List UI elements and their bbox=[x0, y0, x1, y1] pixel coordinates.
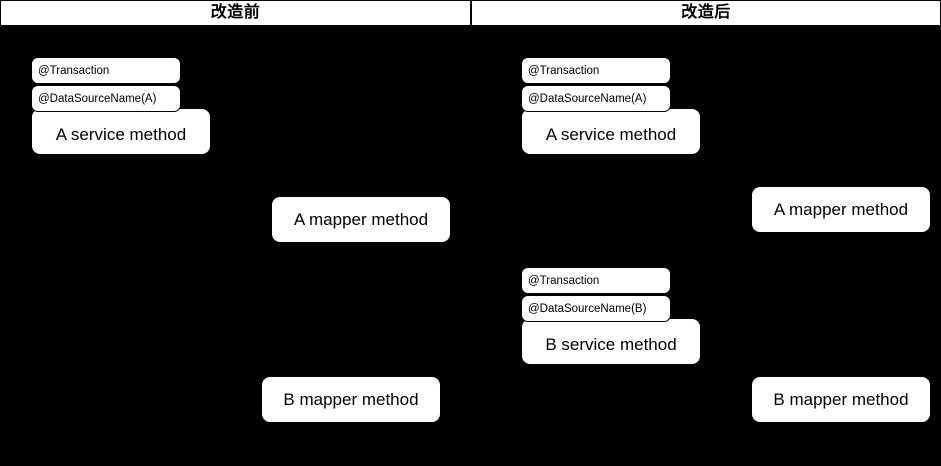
after-b-mapper-method-box[interactable]: B mapper method bbox=[751, 376, 931, 423]
after-b-service-annotation-transaction[interactable]: @Transaction bbox=[521, 267, 671, 294]
before-a-service-annotation-datasource[interactable]: @DataSourceName(A) bbox=[31, 85, 181, 112]
header-cell-after: 改造后 bbox=[471, 0, 941, 26]
before-a-service-method-label: A service method bbox=[55, 125, 187, 144]
before-a-mapper-method-box[interactable]: A mapper method bbox=[271, 196, 451, 243]
after-a-service-annotation-datasource-label: @DataSourceName(A) bbox=[528, 92, 647, 105]
after-a-service-annotation-transaction[interactable]: @Transaction bbox=[521, 57, 671, 84]
before-a-service-method-box[interactable]: A service method bbox=[31, 108, 211, 155]
before-b-mapper-method-label: B mapper method bbox=[283, 389, 419, 409]
after-a-service-annotation-transaction-label: @Transaction bbox=[528, 64, 600, 77]
after-b-mapper-method-label: B mapper method bbox=[773, 389, 909, 409]
before-a-service-annotation-datasource-label: @DataSourceName(A) bbox=[38, 92, 157, 105]
after-b-service-annotation-datasource[interactable]: @DataSourceName(B) bbox=[521, 295, 671, 322]
before-a-mapper-method-label: A mapper method bbox=[293, 209, 429, 229]
header-band: 改造前 改造后 bbox=[0, 0, 941, 26]
after-b-service-annotation-datasource-label: @DataSourceName(B) bbox=[528, 302, 647, 315]
after-b-service-method-box[interactable]: B service method bbox=[521, 318, 701, 365]
before-a-service-annotation-transaction-label: @Transaction bbox=[38, 64, 110, 77]
after-a-mapper-method-label: A mapper method bbox=[773, 199, 909, 219]
header-title-after: 改造后 bbox=[681, 4, 731, 21]
after-a-mapper-method-box[interactable]: A mapper method bbox=[751, 186, 931, 233]
header-title-before: 改造前 bbox=[210, 4, 261, 21]
before-a-service-annotation-transaction[interactable]: @Transaction bbox=[31, 57, 181, 84]
header-cell-before: 改造前 bbox=[0, 0, 471, 26]
after-b-service-annotation-transaction-label: @Transaction bbox=[528, 274, 600, 287]
after-a-service-method-box[interactable]: A service method bbox=[521, 108, 701, 155]
after-a-service-annotation-datasource[interactable]: @DataSourceName(A) bbox=[521, 85, 671, 112]
after-a-service-method-label: A service method bbox=[545, 125, 677, 144]
before-b-mapper-method-box[interactable]: B mapper method bbox=[261, 376, 441, 423]
after-b-service-method-label: B service method bbox=[545, 335, 677, 354]
